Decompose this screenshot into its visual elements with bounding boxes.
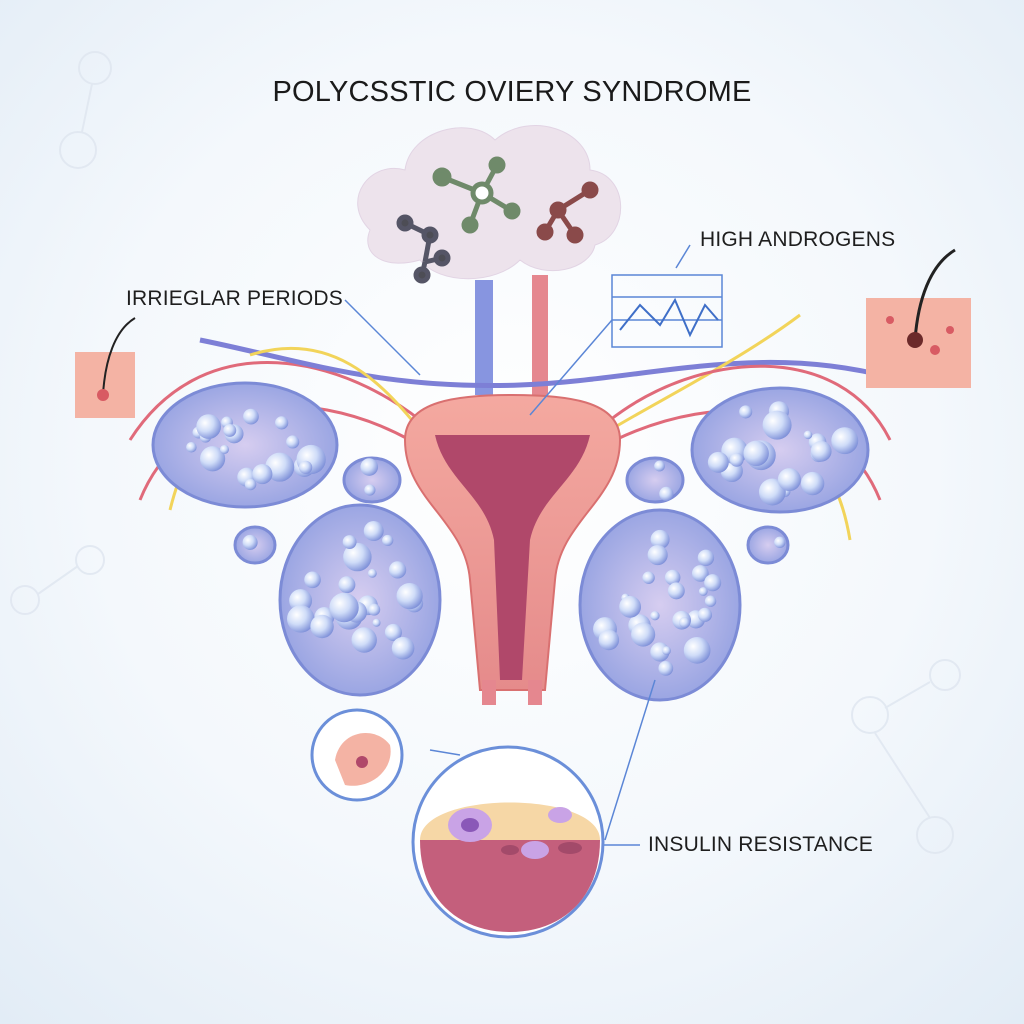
follicle-cyst bbox=[774, 536, 786, 549]
follicle-cyst bbox=[810, 440, 832, 462]
follicle-cyst bbox=[286, 435, 300, 449]
follicle-cyst bbox=[396, 582, 423, 610]
follicle-cyst bbox=[304, 571, 321, 589]
follicle-cyst bbox=[831, 427, 859, 455]
follicle-cyst bbox=[662, 646, 671, 655]
follicle-cyst bbox=[743, 440, 769, 467]
follicle-cyst bbox=[388, 561, 407, 579]
label-irregular-periods: IRRIEGLAR PERIODS bbox=[126, 287, 343, 310]
follicle-cyst bbox=[219, 444, 230, 454]
follicle-cyst bbox=[598, 629, 620, 651]
follicle-cyst bbox=[368, 603, 381, 616]
page-title: POLYCSSTIC OVIERY SYNDROME bbox=[272, 76, 752, 108]
follicle-cyst bbox=[654, 460, 665, 472]
background-molecule-icons bbox=[10, 51, 961, 854]
follicle-cyst bbox=[707, 451, 729, 473]
label-high-androgens: HIGH ANDROGENS bbox=[700, 228, 896, 251]
follicle-cyst bbox=[800, 471, 825, 496]
follicle-cyst bbox=[275, 416, 289, 430]
follicle-cyst bbox=[658, 661, 674, 676]
follicle-cyst bbox=[186, 441, 197, 453]
skin-hair-follicle-right bbox=[866, 248, 971, 388]
follicle-cyst bbox=[243, 408, 259, 425]
follicle-cyst bbox=[683, 636, 711, 664]
follicle-cyst bbox=[338, 576, 356, 594]
follicle-cyst bbox=[244, 478, 257, 491]
follicle-cyst bbox=[704, 574, 722, 592]
molecule-icon bbox=[432, 156, 521, 234]
follicle-cyst bbox=[642, 571, 655, 584]
follicle-cyst bbox=[659, 486, 674, 501]
follicle-cyst bbox=[697, 607, 713, 622]
follicle-cyst bbox=[298, 460, 313, 474]
follicle-cyst bbox=[372, 618, 381, 627]
follicle-cyst bbox=[329, 592, 359, 623]
insulin-cell-zoom bbox=[310, 708, 605, 939]
follicle-cyst bbox=[391, 636, 415, 660]
follicle-cyst bbox=[631, 622, 656, 647]
follicle-cyst bbox=[691, 565, 709, 582]
follicle-cyst bbox=[310, 614, 334, 639]
uterus bbox=[403, 393, 622, 705]
follicle-cyst bbox=[647, 544, 668, 566]
follicle-cyst bbox=[762, 410, 792, 440]
hormone-chart-icon bbox=[611, 274, 723, 348]
ovary bbox=[342, 456, 402, 504]
follicle-cyst bbox=[777, 468, 801, 492]
molecule-icon bbox=[396, 214, 451, 284]
ovaries bbox=[151, 381, 870, 702]
follicle-cyst bbox=[679, 617, 691, 628]
follicle-cyst bbox=[803, 430, 813, 440]
follicle-cyst bbox=[619, 595, 642, 618]
hormone-cloud bbox=[357, 125, 622, 284]
follicle-cyst bbox=[242, 534, 258, 550]
follicle-cyst bbox=[384, 623, 402, 641]
label-insulin-resistance: INSULIN RESISTANCE bbox=[648, 833, 873, 856]
follicle-cyst bbox=[252, 463, 273, 485]
follicle-cyst bbox=[265, 452, 295, 482]
follicle-cyst bbox=[289, 589, 313, 613]
callout-lines bbox=[344, 244, 691, 846]
follicle-cyst bbox=[729, 452, 744, 467]
follicle-cyst bbox=[343, 542, 372, 572]
follicle-cyst bbox=[286, 605, 315, 633]
follicle-cyst bbox=[758, 478, 786, 506]
follicle-cyst bbox=[704, 595, 717, 607]
follicle-cyst bbox=[223, 423, 237, 437]
follicle-cyst bbox=[367, 568, 377, 578]
follicle-cyst bbox=[342, 535, 357, 550]
skin-hair-follicle-left bbox=[75, 317, 136, 418]
follicle-cyst bbox=[698, 587, 708, 596]
follicle-cyst bbox=[739, 405, 753, 419]
follicle-cyst bbox=[200, 446, 226, 472]
follicle-cyst bbox=[363, 521, 384, 542]
ovary bbox=[746, 525, 790, 565]
follicle-cyst bbox=[650, 529, 670, 549]
follicle-cyst bbox=[360, 458, 379, 476]
molecule-icon bbox=[536, 181, 599, 244]
follicle-cyst bbox=[697, 549, 715, 566]
follicle-cyst bbox=[351, 627, 377, 653]
follicle-cyst bbox=[382, 534, 394, 547]
follicle-cyst bbox=[364, 484, 376, 496]
follicle-cyst bbox=[667, 582, 685, 600]
vein-vessel bbox=[475, 280, 493, 395]
follicle-cyst bbox=[196, 414, 222, 439]
follicle-cyst bbox=[650, 611, 660, 621]
follicle-cyst bbox=[664, 569, 681, 586]
artery-vessel bbox=[532, 275, 548, 395]
